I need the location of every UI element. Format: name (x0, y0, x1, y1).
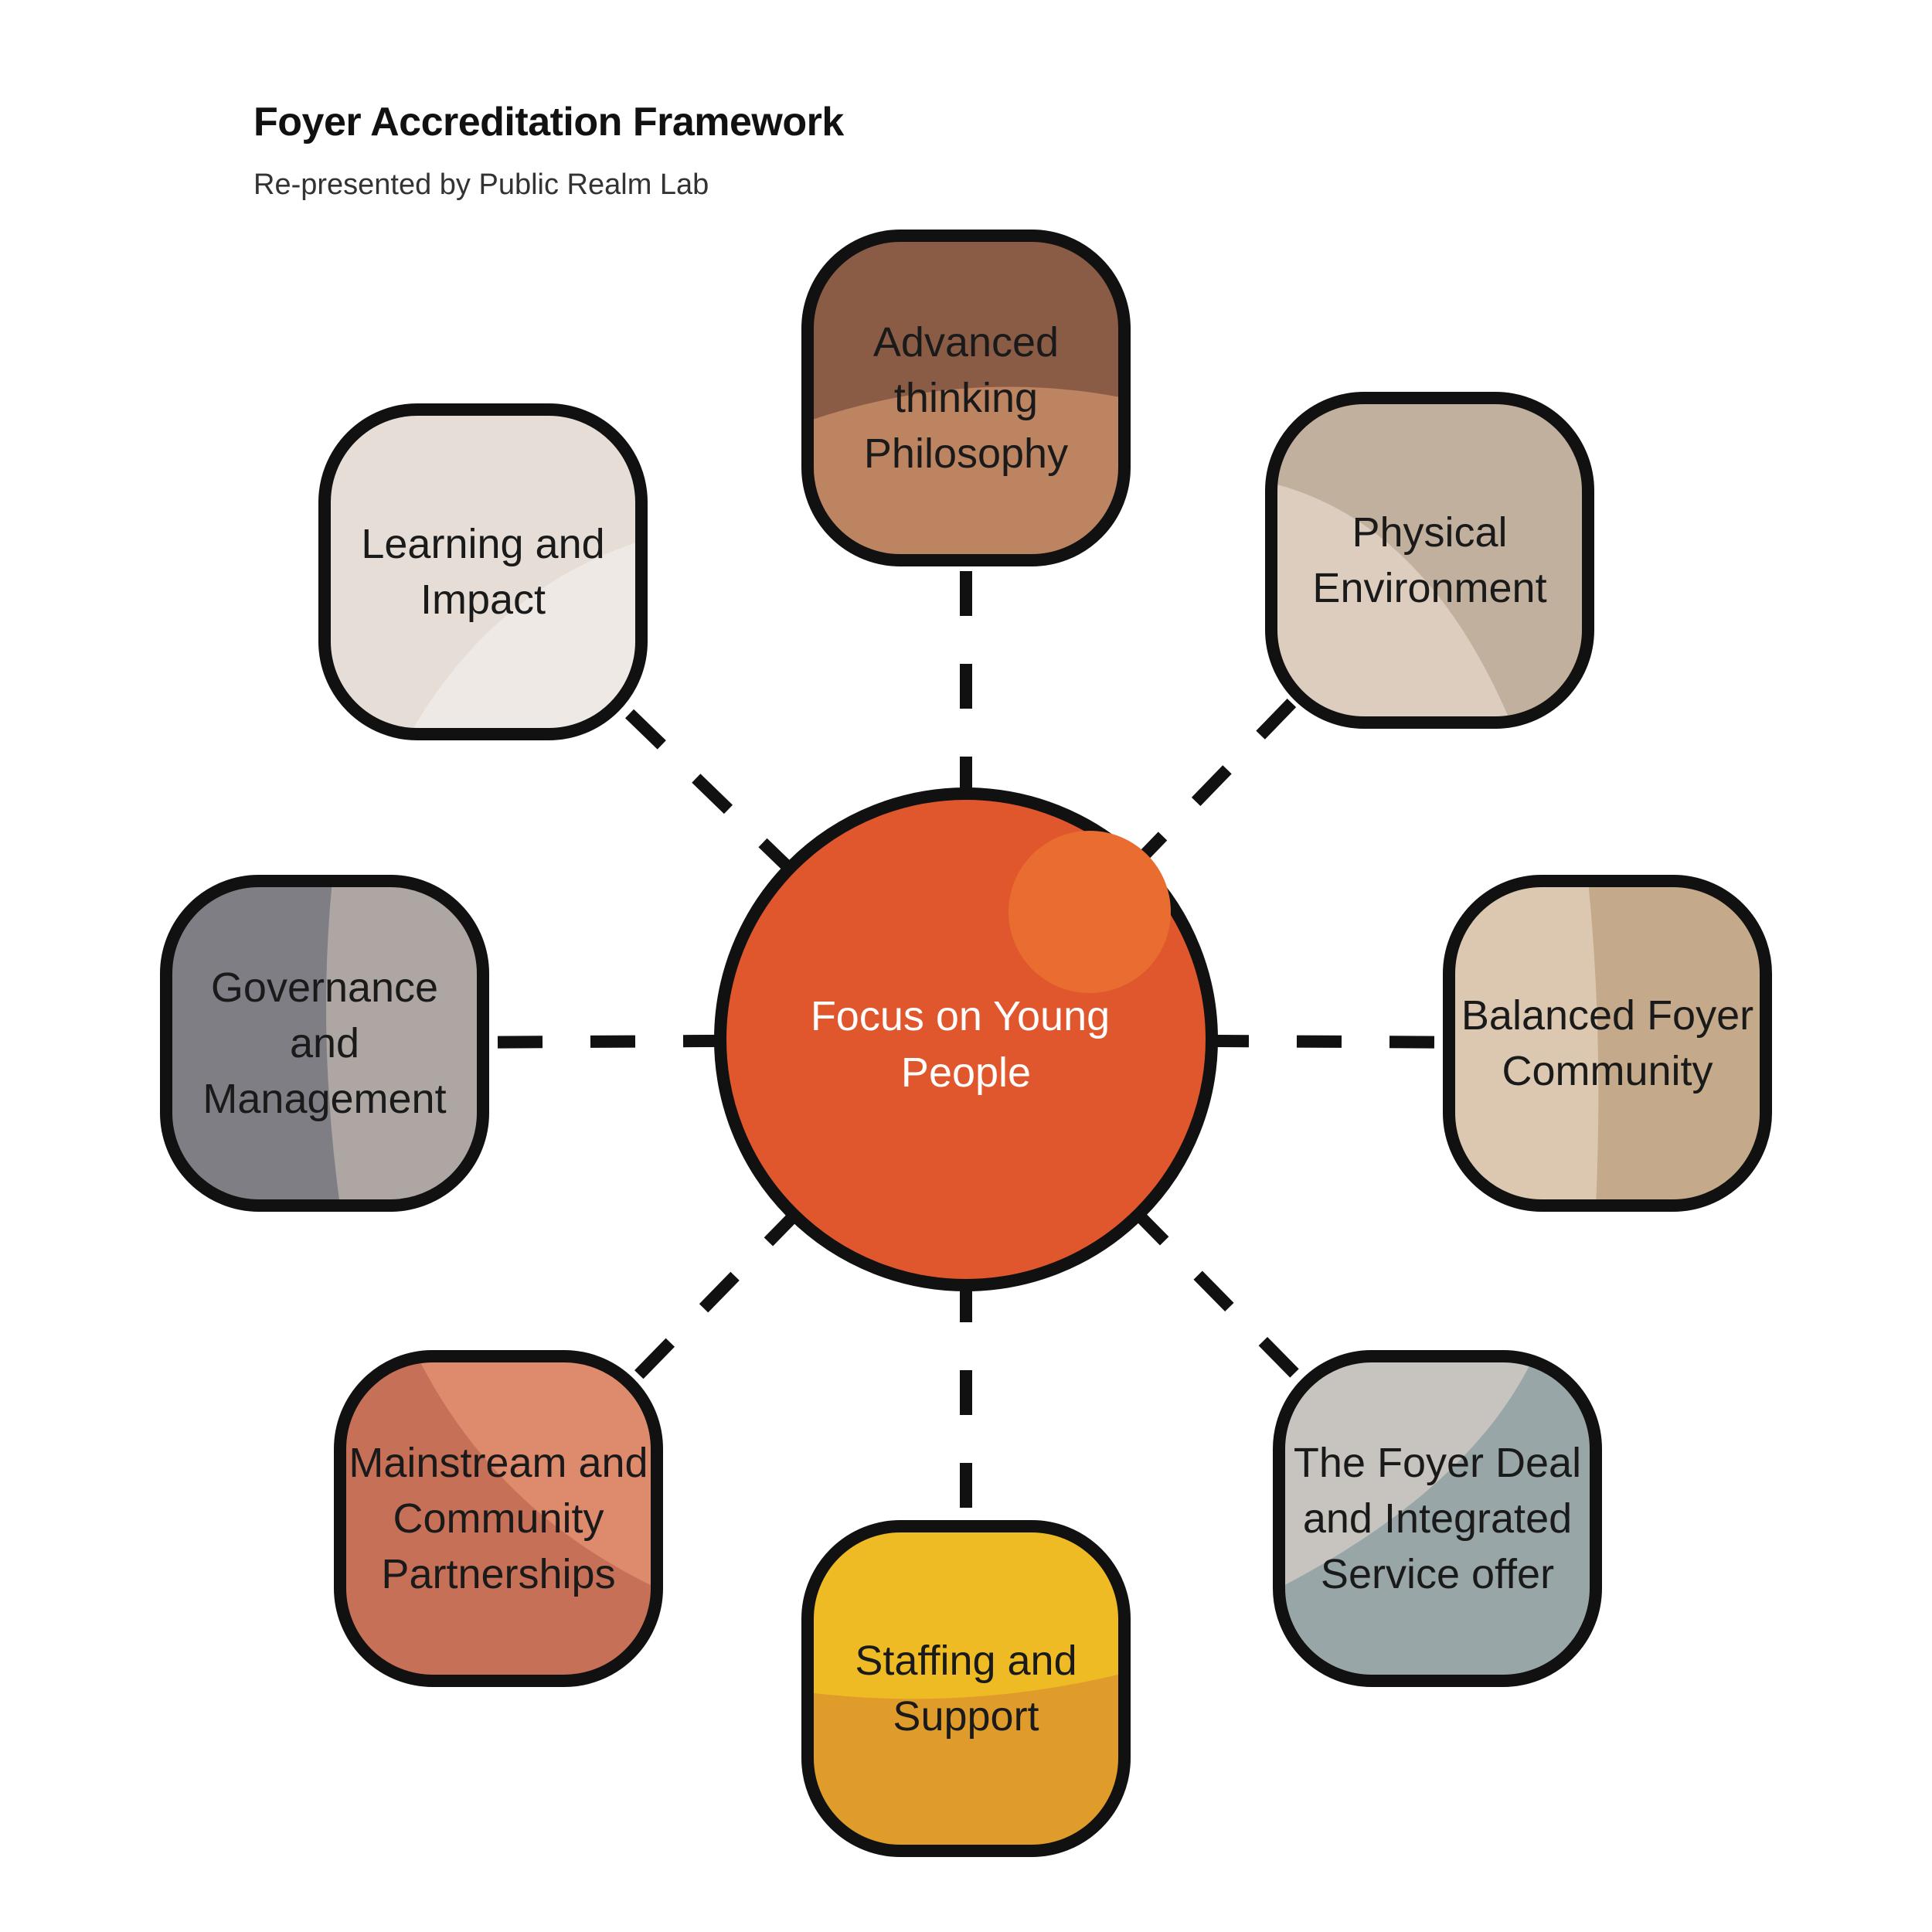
node-border (1265, 392, 1594, 729)
node-shade (1588, 881, 1766, 1206)
connector-governance-and-management (324, 1034, 752, 1049)
connector-physical-environment (1111, 556, 1434, 889)
node-border (334, 1350, 663, 1687)
diagram-title: Foyer Accreditation Framework (253, 100, 844, 145)
diagram-subtitle: Re-presented by Public Realm Lab (253, 168, 709, 201)
hub-highlight (1009, 831, 1171, 993)
connector-lines (324, 398, 1608, 1689)
node-label-line: Governance (211, 964, 438, 1011)
node-label-line: Community (393, 1495, 604, 1542)
hub-label-line: Focus on Young (811, 993, 1110, 1039)
node-label-line: Environment (1312, 565, 1546, 611)
node-label-line: Service offer (1321, 1551, 1554, 1597)
connector-foyer-deal-integrated-service (1112, 1188, 1442, 1523)
connector-mainstream-community-partnerships (494, 1189, 821, 1523)
node-border (318, 403, 648, 740)
node-label-line: Community (1502, 1048, 1713, 1094)
node-label-line: Physical (1352, 509, 1507, 556)
hub-label: Focus on Young People (811, 993, 1121, 1096)
node-label-line: Management (202, 1076, 446, 1122)
node-border (1443, 875, 1772, 1212)
node-label-line: and (290, 1020, 359, 1066)
node-label-line: Staffing and (855, 1638, 1077, 1684)
node-label-line: Balanced Foyer (1461, 992, 1753, 1039)
node-label-line: Partnerships (381, 1551, 615, 1597)
node-label-line: The Foyer Deal (1294, 1440, 1581, 1486)
node-label-line: and Integrated (1303, 1495, 1572, 1542)
node-border (801, 1520, 1131, 1857)
node-label-line: Support (893, 1693, 1039, 1740)
node-border (801, 230, 1131, 566)
hub-label-line: People (901, 1049, 1031, 1096)
node-shade (166, 881, 340, 1206)
node-shade (808, 1526, 1124, 1699)
node-border (1273, 1350, 1602, 1687)
connector-learning-and-impact (478, 567, 816, 895)
node-shade (417, 1356, 657, 1588)
node-label-line: Learning and (361, 521, 604, 567)
node-label-line: Mainstream and (349, 1440, 648, 1486)
node-shade (1279, 1356, 1534, 1588)
node-border (160, 875, 489, 1212)
node-label-line: Advanced (873, 319, 1059, 366)
connector-balanced-foyer-community (1180, 1034, 1608, 1049)
hub-circle: Focus on Young People (714, 787, 1218, 1291)
node-shade (808, 236, 1124, 421)
node-label-line: Impact (420, 577, 546, 623)
node-label-line: Philosophy (864, 430, 1068, 477)
node-label-line: thinking (894, 375, 1038, 421)
node-shade (1271, 398, 1588, 723)
node-shade (410, 541, 641, 734)
